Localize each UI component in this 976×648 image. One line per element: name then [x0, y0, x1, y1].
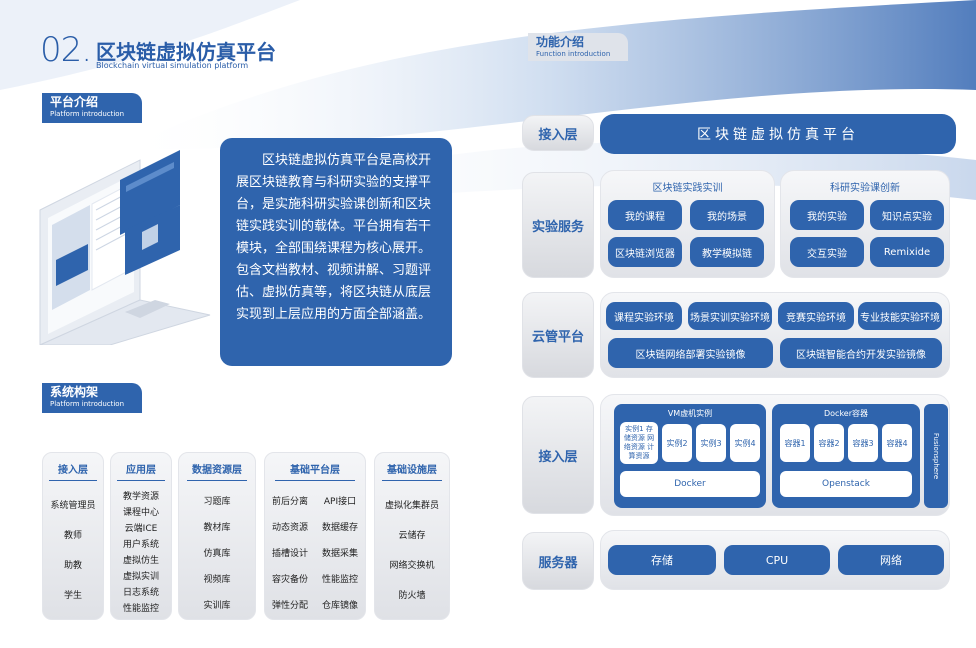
sys-col-head: 基础设施层	[387, 465, 437, 476]
sys-item: 数据缓存	[321, 523, 358, 533]
my-course-button[interactable]: 我的课程	[608, 200, 682, 230]
page-subtitle: Blockchain virtual simulation platform	[96, 61, 249, 70]
sys-item: 学生	[63, 591, 82, 601]
sys-col-application: 应用层 教学资源 课程中心 云端ICE 用户系统 虚拟仿生 虚拟实训 日志系统 …	[110, 452, 172, 620]
sys-item: 课程中心	[122, 508, 159, 518]
sys-col-data: 数据资源层 习题库 教材库 仿真库 视频库 实训库	[178, 452, 256, 620]
container-2[interactable]: 容器2	[814, 424, 844, 462]
platform-banner: 区块链虚拟仿真平台	[600, 114, 956, 154]
sys-col-head: 基础平台层	[290, 465, 340, 476]
sys-col-head: 数据资源层	[192, 465, 242, 476]
sys-item: 数据采集	[321, 549, 358, 559]
network-deploy-image-button[interactable]: 区块链网络部署实验镜像	[608, 338, 773, 368]
sys-item: 云储存	[398, 531, 426, 541]
sys-item: 教师	[63, 531, 82, 541]
sys-item: 习题库	[203, 497, 231, 507]
function-intro-tag: 功能介绍 Function introduction	[528, 33, 628, 61]
sys-item: 日志系统	[122, 588, 159, 598]
function-intro-tag-en: Function introduction	[536, 50, 611, 58]
sys-item: 仓库镜像	[321, 601, 358, 611]
fusionsphere-label: Fusionsphere	[932, 432, 940, 480]
container-3[interactable]: 容器3	[848, 424, 878, 462]
layer-label-access-top: 接入层	[522, 115, 594, 151]
cpu-button[interactable]: CPU	[724, 545, 830, 575]
smart-contract-image-button[interactable]: 区块链智能合约开发实验镜像	[780, 338, 942, 368]
group-title: 区块链实践实训	[652, 183, 723, 194]
system-arch-tag: 系统构架 Platform introduction	[42, 383, 142, 413]
sys-item: 防火墙	[398, 591, 426, 601]
sys-item: 仿真库	[203, 549, 231, 559]
network-button[interactable]: 网络	[838, 545, 944, 575]
vm-instance-3[interactable]: 实例3	[696, 424, 726, 462]
sys-col-platform: 基础平台层 前后分离 API接口 动态资源 数据缓存 插槽设计 数据采集 容灾备…	[264, 452, 366, 620]
platform-intro-tag-en: Platform introduction	[50, 110, 125, 118]
scene-env-button[interactable]: 场景实训实验环境	[688, 302, 772, 330]
course-env-button[interactable]: 课程实验环境	[606, 302, 682, 330]
sys-col-head: 接入层	[58, 465, 88, 476]
layer-label-experiment: 实验服务	[522, 172, 594, 278]
sys-item: 云端ICE	[124, 524, 158, 534]
sys-item: 教学资源	[122, 492, 159, 502]
sys-col-access: 接入层 系统管理员 教师 助教 学生	[42, 452, 104, 620]
docker-title: Docker容器	[823, 409, 868, 418]
openstack-base[interactable]: Openstack	[780, 471, 912, 497]
sys-item: 用户系统	[122, 540, 159, 550]
sys-item: 视频库	[203, 575, 231, 585]
platform-description-card: 区块链虚拟仿真平台是高校开展区块链教育与科研实验的支撑平台，是实施科研实验课创新…	[220, 138, 452, 366]
sys-item: 性能监控	[321, 575, 358, 585]
vm-instance-1[interactable]: 实例1 存储资源 网络资源 计算资源	[620, 422, 658, 464]
sys-item: 虚拟仿生	[122, 556, 159, 566]
vm-title: VM虚机实例	[667, 409, 713, 418]
group-title: 科研实验课创新	[830, 183, 900, 194]
knowledge-experiment-button[interactable]: 知识点实验	[870, 200, 944, 230]
interactive-experiment-button[interactable]: 交互实验	[790, 237, 864, 267]
sys-item: 前后分离	[271, 497, 308, 507]
system-arch-tag-cn: 系统构架	[50, 385, 99, 399]
sys-item: 助教	[63, 561, 82, 571]
my-scene-button[interactable]: 我的场景	[690, 200, 764, 230]
sys-item: 性能监控	[122, 604, 159, 614]
sys-item: 网络交换机	[389, 561, 435, 571]
vm-instance-2[interactable]: 实例2	[662, 424, 692, 462]
laptop-illustration-icon	[39, 150, 211, 345]
platform-intro-tag-cn: 平台介绍	[50, 95, 99, 109]
container-1[interactable]: 容器1	[780, 424, 810, 462]
function-intro-tag-cn: 功能介绍	[536, 35, 585, 49]
sys-item: 虚拟实训	[122, 572, 159, 582]
teaching-chain-button[interactable]: 教学模拟链	[690, 237, 764, 267]
sys-item: 弹性分配	[271, 601, 308, 611]
sys-col-infra: 基础设施层 虚拟化集群员 云储存 网络交换机 防火墙	[374, 452, 450, 620]
fusionsphere-bar: Fusionsphere	[924, 404, 948, 508]
page-title: 区块链虚拟仿真平台	[96, 40, 276, 64]
sys-item: 虚拟化集群员	[384, 501, 439, 511]
skill-env-button[interactable]: 专业技能实验环境	[858, 302, 942, 330]
sys-item: 实训库	[203, 601, 231, 611]
blockchain-browser-button[interactable]: 区块链浏览器	[608, 237, 682, 267]
competition-env-button[interactable]: 竞赛实验环境	[778, 302, 854, 330]
sys-item: 容灾备份	[271, 575, 308, 585]
docker-base[interactable]: Docker	[620, 471, 760, 497]
my-experiment-button[interactable]: 我的实验	[790, 200, 864, 230]
storage-button[interactable]: 存储	[608, 545, 716, 575]
remixide-button[interactable]: Remixide	[870, 237, 944, 267]
system-arch-tag-en: Platform introduction	[50, 400, 125, 408]
sys-item: 插槽设计	[271, 549, 308, 559]
section-number: 02.	[40, 30, 92, 70]
sys-item: API接口	[323, 497, 357, 507]
sys-item: 系统管理员	[50, 501, 96, 511]
container-4[interactable]: 容器4	[882, 424, 912, 462]
layer-label-cloud: 云管平台	[522, 292, 594, 378]
sys-col-head: 应用层	[126, 465, 156, 476]
sys-item: 教材库	[203, 523, 231, 533]
layer-label-server: 服务器	[522, 532, 594, 590]
sys-item: 动态资源	[271, 523, 308, 533]
platform-intro-tag: 平台介绍 Platform introduction	[42, 93, 142, 123]
layer-label-access-bottom: 接入层	[522, 396, 594, 514]
vm-instance-4[interactable]: 实例4	[730, 424, 760, 462]
